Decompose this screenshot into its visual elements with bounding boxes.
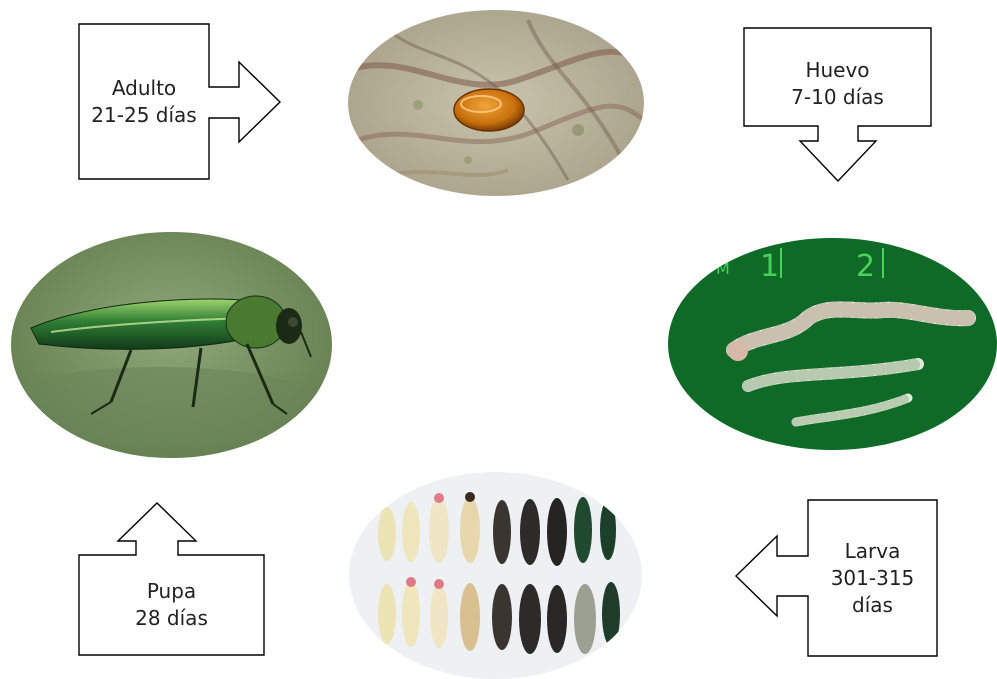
pupa-duration: 28 días (135, 605, 208, 632)
adulto-label: Adulto 21-25 días (79, 62, 209, 142)
larva-label: Larva 301-315 días (808, 530, 937, 626)
larva-days-unit: días (852, 592, 893, 619)
egg-photo (348, 10, 644, 196)
adult-beetle-photo (11, 232, 332, 458)
huevo-duration: 7-10 días (791, 84, 884, 111)
adulto-duration: 21-25 días (91, 102, 196, 129)
pupae-photo (349, 472, 642, 679)
ruler-mark-1: 1 (760, 249, 779, 284)
huevo-name: Huevo (805, 57, 869, 84)
pupa-name: Pupa (147, 578, 196, 605)
pupa-label: Pupa 28 días (79, 565, 264, 645)
larvae-photo: M 1 2 (668, 238, 997, 450)
huevo-label: Huevo 7-10 días (744, 44, 931, 124)
larva-name: Larva (845, 538, 901, 565)
ruler-mark-m: M (716, 259, 730, 278)
ruler-mark-2: 2 (856, 249, 875, 284)
larva-days-range: 301-315 (831, 565, 915, 592)
adulto-name: Adulto (112, 75, 176, 102)
